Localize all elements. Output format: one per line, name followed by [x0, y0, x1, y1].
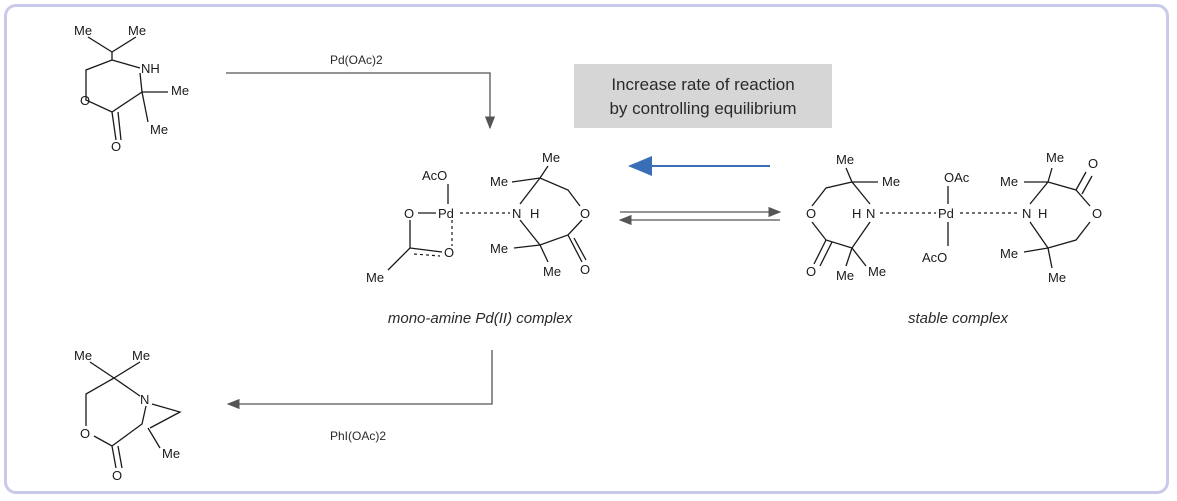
right-ring-bonds — [1023, 167, 1091, 269]
n-label: N — [866, 206, 875, 221]
me-label: Me — [150, 122, 168, 137]
aziridine-product: Me Me N O O Me — [74, 348, 182, 483]
o-label: O — [404, 206, 414, 221]
reagent-phi-oac2: PhI(OAc)2 — [330, 429, 386, 443]
bottom-reaction-arrow — [226, 350, 493, 410]
starting-morpholinone: Me Me NH Me Me O O — [74, 23, 189, 154]
oac-label: OAc — [944, 170, 970, 185]
me-label: Me — [490, 174, 508, 189]
ring-bonds — [85, 361, 182, 469]
left-ring-bonds — [811, 167, 878, 267]
o-label: O — [80, 426, 90, 441]
o-label: O — [580, 262, 590, 277]
o-label: O — [444, 245, 454, 260]
stable-bis-amine-complex: Me Me O H N O Me Me Pd OAc AcO N H Me Me… — [806, 150, 1102, 285]
pd-label: Pd — [438, 206, 454, 221]
note-line-1: Increase rate of reaction — [611, 75, 794, 94]
pd-label: Pd — [938, 206, 954, 221]
me-label: Me — [542, 150, 560, 165]
me-label: Me — [836, 268, 854, 283]
carbonyl-double-bond — [117, 111, 122, 141]
o-label: O — [111, 139, 121, 154]
o-label: O — [1092, 206, 1102, 221]
me-label: Me — [366, 270, 384, 285]
n-label: N — [140, 392, 149, 407]
me-label: Me — [1046, 150, 1064, 165]
ring-bonds — [85, 36, 168, 141]
aco-label: AcO — [422, 168, 447, 183]
carbonyl-double-bond — [573, 237, 587, 261]
me-label: Me — [132, 348, 150, 363]
h-label: H — [1038, 206, 1047, 221]
me-label: Me — [836, 152, 854, 167]
me-label: Me — [128, 23, 146, 38]
me-label: Me — [171, 83, 189, 98]
top-reaction-arrow — [226, 72, 496, 130]
mono-amine-pd-complex: AcO O Pd O Me N H Me Me Me Me O O — [366, 150, 590, 285]
pd-dashed-bonds — [413, 220, 453, 257]
carbonyl-double-bond — [1081, 175, 1093, 195]
me-label: Me — [1000, 174, 1018, 189]
n-label: N — [1022, 206, 1031, 221]
carbonyl-double-bond — [117, 445, 123, 469]
me-label: Me — [74, 23, 92, 38]
o-label: O — [80, 93, 90, 108]
carbonyl-double-bond — [819, 241, 833, 267]
note-box — [574, 64, 832, 128]
me-label: Me — [74, 348, 92, 363]
note-line-2: by controlling equilibrium — [609, 99, 796, 118]
me-label: Me — [882, 174, 900, 189]
me-label: Me — [868, 264, 886, 279]
ring-bonds — [511, 165, 583, 263]
n-label: N — [512, 206, 521, 221]
aco-label: AcO — [922, 250, 947, 265]
pd-bonds — [387, 184, 449, 271]
o-label: O — [806, 206, 816, 221]
o-label: O — [112, 468, 122, 483]
label-mono-amine-complex: mono-amine Pd(II) complex — [388, 310, 573, 327]
me-label: Me — [162, 446, 180, 461]
me-label: Me — [543, 264, 561, 279]
h-label: H — [530, 206, 539, 221]
nh-label: NH — [141, 61, 160, 76]
me-label: Me — [1000, 246, 1018, 261]
reagent-pd-oac2: Pd(OAc)2 — [330, 53, 383, 67]
o-label: O — [806, 264, 816, 279]
o-label: O — [1088, 156, 1098, 171]
o-label: O — [580, 206, 590, 221]
me-label: Me — [490, 241, 508, 256]
label-stable-complex: stable complex — [908, 310, 1009, 327]
h-label: H — [852, 206, 861, 221]
me-label: Me — [1048, 270, 1066, 285]
